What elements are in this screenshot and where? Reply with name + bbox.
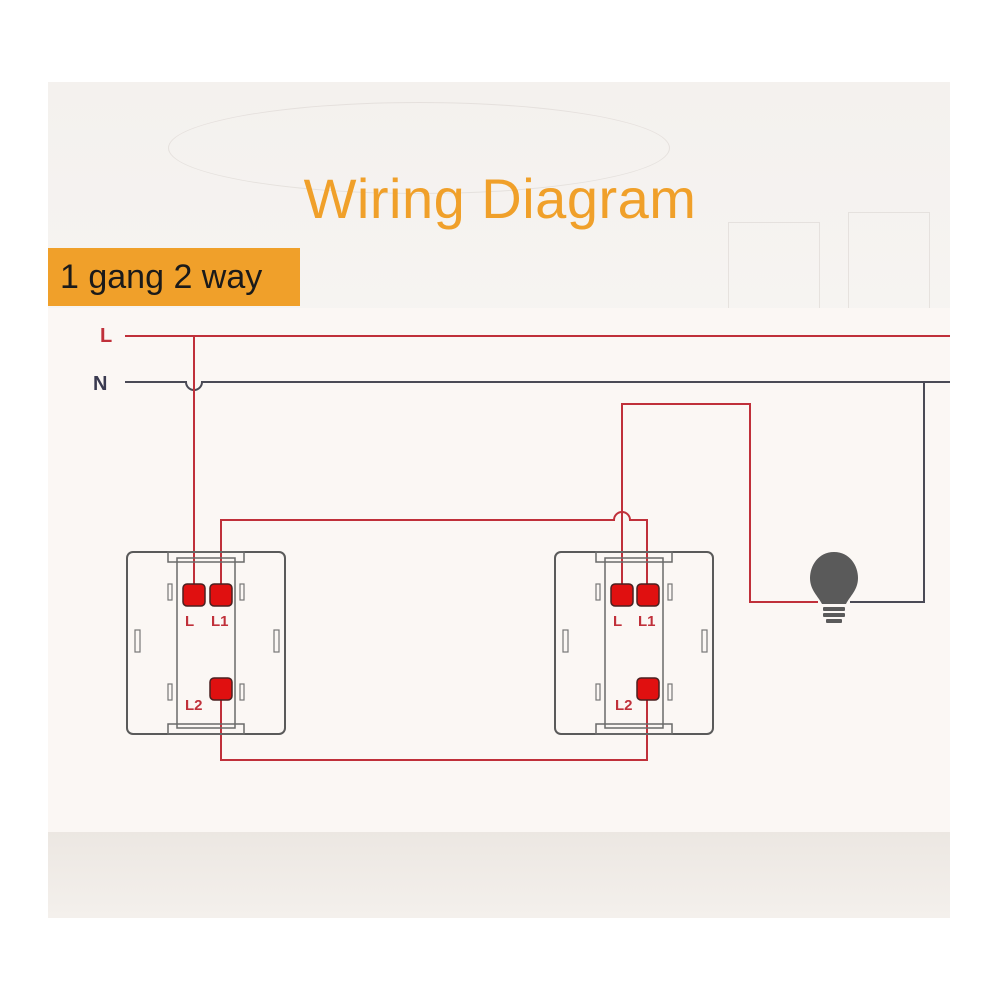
terminal-label-l2: L2 — [615, 697, 633, 714]
terminal-label-l: L — [185, 613, 194, 630]
terminal-label-l2: L2 — [185, 697, 203, 714]
terminal-l — [610, 583, 634, 607]
terminal-l2 — [636, 677, 660, 701]
lamp-neutral-wire — [850, 382, 925, 603]
terminal-label-l: L — [613, 613, 622, 630]
diagram-area — [48, 308, 950, 832]
switch-left: L L1 L2 — [126, 551, 286, 735]
switch-right: L L1 L2 — [554, 551, 714, 735]
terminal-l1 — [636, 583, 660, 607]
gang-badge: 1 gang 2 way — [48, 248, 300, 306]
traveller-wire-l2 — [220, 692, 648, 761]
terminal-l — [182, 583, 206, 607]
terminal-label-l1: L1 — [211, 613, 229, 630]
terminal-label-l1: L1 — [638, 613, 656, 630]
live-line-label: L — [100, 325, 112, 347]
terminal-l2 — [209, 677, 233, 701]
terminal-l1 — [209, 583, 233, 607]
page-title: Wiring Diagram — [303, 167, 697, 230]
neutral-line-label: N — [93, 373, 107, 395]
neutral-wire — [125, 381, 950, 391]
lower-background — [48, 832, 950, 918]
ceiling-light-shape — [168, 102, 670, 194]
switched-live-wire — [621, 403, 818, 603]
light-bulb-icon — [810, 552, 858, 623]
